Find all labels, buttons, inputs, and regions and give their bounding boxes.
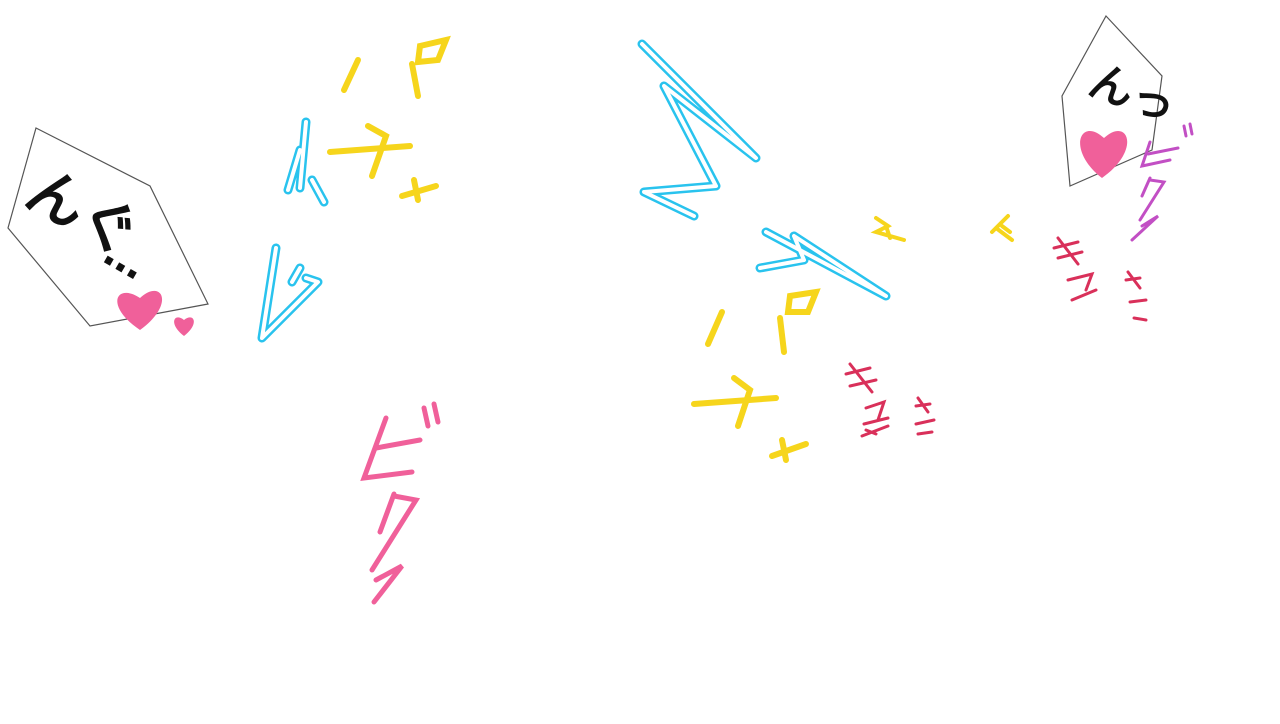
sfx-bikku-left <box>360 401 441 605</box>
sfx-nu-left-inner <box>260 120 326 340</box>
sfx-bikku-right <box>1130 122 1194 242</box>
heart-icon-small <box>174 317 194 336</box>
heart-icon <box>1080 130 1128 178</box>
sfx-pachu-bottom <box>691 288 821 463</box>
speech-bubble-left: んぐ … <box>7 127 209 336</box>
heart-icon <box>117 290 163 330</box>
sfx-kyun <box>844 236 1148 438</box>
sfx-nu-center-inner <box>640 42 888 298</box>
sfx-pachu-top <box>327 35 451 203</box>
speech-bubble-right: んっ <box>1061 14 1183 187</box>
sfx-pachu-small <box>870 214 1014 242</box>
